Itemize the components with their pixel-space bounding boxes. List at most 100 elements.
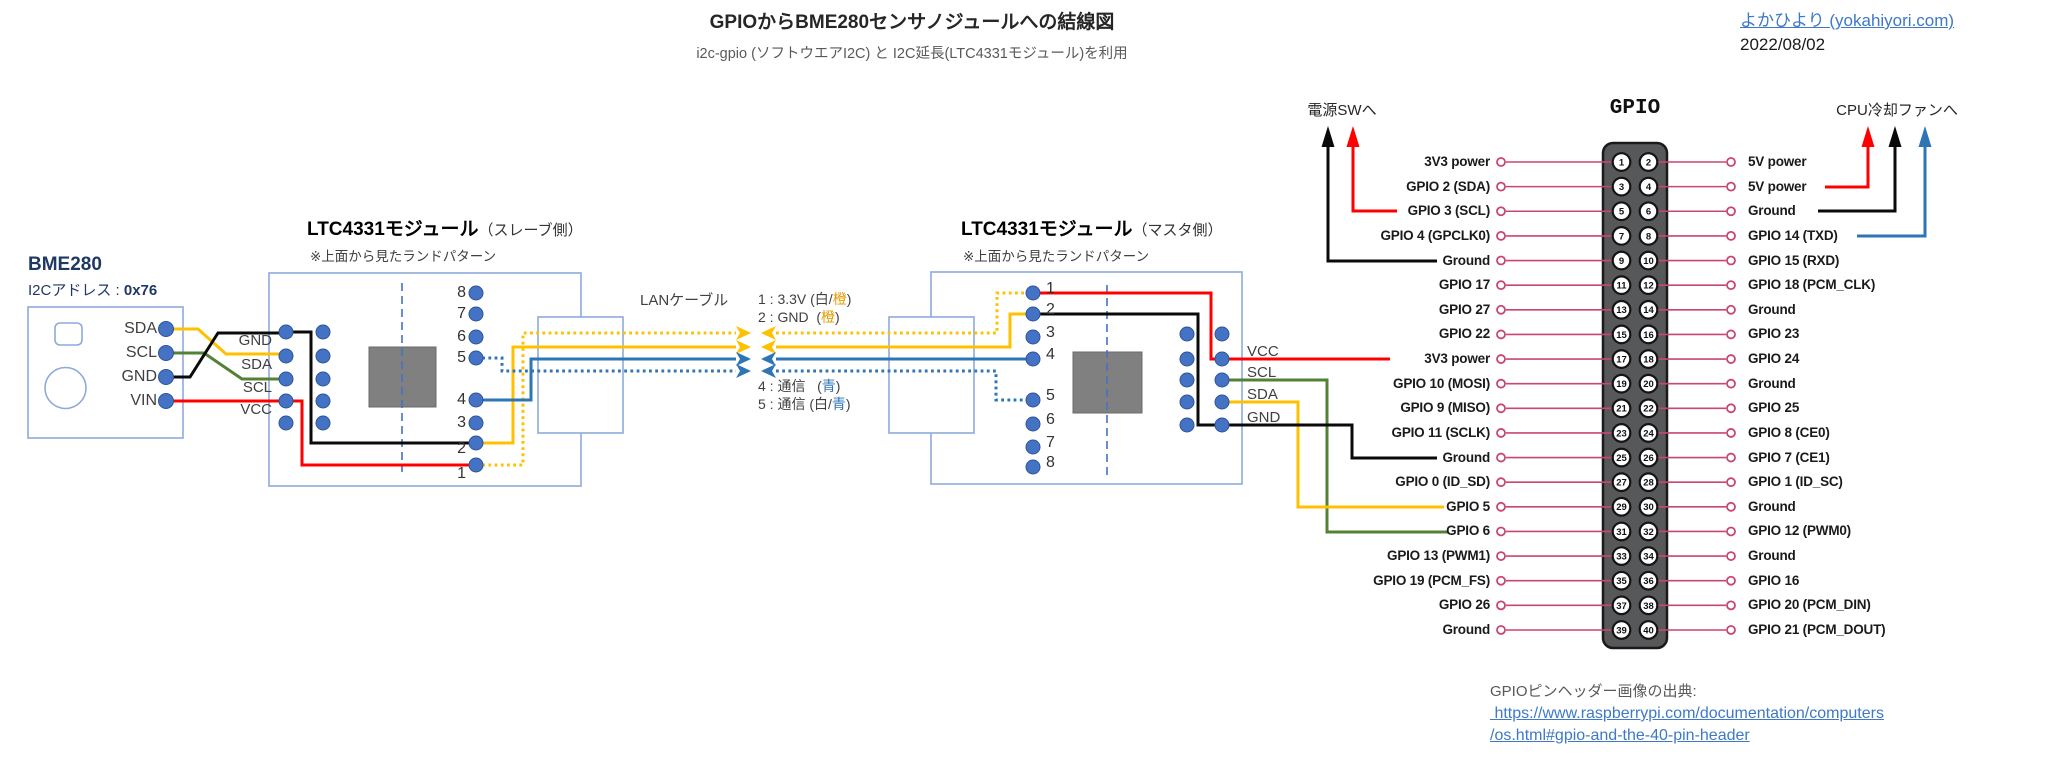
master-pad-dot [1179, 394, 1195, 410]
wire-lan-left-orange [476, 345, 736, 445]
citation-url-line1[interactable]: https://www.raspberrypi.com/documentatio… [1490, 705, 1884, 722]
gpio-left-label: GPIO 22 [1438, 326, 1490, 342]
master-pad-dot [1214, 372, 1230, 388]
gpio-pin-number: 10 [1643, 256, 1654, 267]
bme280-box [27, 306, 184, 439]
gpio-header-body [1601, 141, 1669, 650]
gpio-pin-circle [1638, 620, 1659, 640]
gpio-pin-circle [1638, 225, 1659, 246]
lan-wire-label-part: ) [846, 291, 852, 307]
gpio-pin-circle [1611, 447, 1632, 468]
wire-gnd-black [170, 331, 286, 379]
master-pin-number: 2 [1046, 301, 1055, 318]
slave-module-note: ※上面から見たランドパターン [310, 249, 497, 264]
master-pin-number: 1 [1046, 280, 1055, 297]
gpio-pin-number: 19 [1616, 379, 1627, 390]
gpio-pin-circle [1638, 373, 1659, 394]
site-link[interactable]: よかひより (yokahiyori.com) [1740, 11, 1955, 30]
citation-url-line2[interactable]: /os.html#gpio-and-the-40-pin-header [1490, 727, 1750, 744]
gpio-left-label: 3V3 power [1424, 154, 1490, 169]
master-pad-label: GND [1247, 409, 1281, 426]
master-title-text: LTC4331モジュール [961, 219, 1133, 240]
gpio-pin-number: 39 [1616, 625, 1627, 636]
gpio-right-label: GPIO 24 [1748, 351, 1800, 367]
gpio-pin-number: 25 [1616, 453, 1627, 464]
bme280-mount-hole [44, 366, 87, 410]
slave-side-text: （スレーブ側） [478, 222, 583, 239]
slave-pin-dot [468, 350, 484, 366]
gpio-left-label: GPIO 9 (MISO) [1400, 400, 1490, 416]
slave-pad-dot [315, 415, 331, 431]
gpio-pin-circle [1638, 570, 1659, 591]
gpio-pin-circle [1611, 620, 1632, 640]
slave-pad-dot [278, 324, 294, 340]
gpio-right-label: GPIO 15 (RXD) [1748, 252, 1840, 268]
master-pin-dot [1025, 439, 1041, 455]
gpio-right-terminal-icon [1726, 526, 1736, 537]
bme280-pin-label: VIN [130, 392, 157, 409]
gpio-left-terminal-icon [1496, 378, 1506, 389]
slave-pin-number: 7 [457, 305, 466, 322]
lan-wire-label-part: 4 : 通信 ( [758, 378, 822, 394]
arrowhead-up-icon [1346, 126, 1360, 147]
arrowhead-right-icon [736, 352, 751, 366]
slave-pin-dot [468, 285, 484, 301]
gpio-right-label: GPIO 1 (ID_SC) [1748, 474, 1843, 490]
gpio-pin-number: 8 [1646, 231, 1651, 242]
gpio-right-terminal-icon [1726, 304, 1736, 315]
i2c-address-label: I2Cアドレス : [28, 282, 124, 299]
bme280-pin-dot [158, 321, 174, 337]
gpio-right-terminal-icon [1726, 403, 1736, 414]
slave-pad-label: GND [238, 332, 272, 349]
gpio-pin-number: 38 [1643, 601, 1654, 612]
gpio-right-label: GPIO 14 (TXD) [1748, 227, 1838, 243]
gpio-left-terminal-icon [1496, 280, 1506, 291]
gpio-pin-circle [1638, 546, 1659, 566]
gpio-left-label: GPIO 19 (PCM_FS) [1373, 572, 1490, 588]
slave-pin-dot [468, 329, 484, 345]
gpio-left-label: GPIO 4 (GPCLK0) [1380, 227, 1490, 243]
master-pin-dot [1025, 285, 1041, 301]
gpio-pin-number: 24 [1643, 428, 1654, 439]
slave-pad-label: SDA [241, 356, 272, 373]
bme280-pin-label: SCL [125, 344, 157, 361]
gpio-left-terminal-icon [1496, 428, 1506, 438]
arrowhead-left-icon [761, 340, 776, 354]
gpio-pin-number: 27 [1616, 478, 1627, 489]
master-pin-dot [1025, 416, 1041, 432]
lan-wire-label-part: 2 : GND ( [758, 309, 822, 325]
gpio-right-terminal-icon [1726, 157, 1736, 167]
gpio-pin-number: 5 [1619, 207, 1625, 218]
gpio-right-label: GPIO 7 (CE1) [1748, 449, 1830, 465]
gpio-left-label: GPIO 27 [1438, 301, 1490, 317]
slave-pin-dot [468, 392, 484, 408]
gpio-left-label: GPIO 11 (SCLK) [1391, 424, 1491, 440]
gpio-pin-number: 11 [1616, 281, 1627, 292]
slave-pin-number: 1 [457, 465, 466, 482]
gpio-pin-circle [1611, 225, 1632, 246]
gpio-left-label: GPIO 5 [1446, 498, 1490, 514]
gpio-right-label: GPIO 20 (PCM_DIN) [1748, 597, 1871, 613]
gpio-pin-circle [1611, 521, 1632, 542]
gpio-header-title: GPIO [1609, 97, 1661, 120]
gpio-left-terminal-icon [1496, 625, 1506, 635]
gpio-pin-circle [1638, 496, 1659, 517]
gpio-left-label: Ground [1442, 252, 1490, 268]
to-cpu-fan-label: CPU冷却ファンへ [1836, 102, 1958, 119]
arrowhead-left-icon [761, 364, 776, 378]
gpio-right-label: GPIO 25 [1748, 400, 1800, 416]
i2c-address-value: 0x76 [123, 282, 158, 299]
master-module-title: LTC4331モジュール（マスタ側） [961, 220, 1222, 240]
gpio-pin-number: 30 [1643, 502, 1654, 513]
gpio-left-label: GPIO 17 [1438, 277, 1490, 293]
gpio-pin-number: 17 [1616, 354, 1627, 365]
slave-pin-number: 3 [457, 414, 466, 431]
page-title: GPIOからBME280センサノジュールへの結線図 [709, 12, 1115, 33]
slave-pin-number: 8 [457, 284, 466, 301]
gpio-pin-circle [1611, 472, 1632, 493]
master-pad-dot [1179, 326, 1195, 342]
gpio-pin-number: 18 [1643, 354, 1654, 365]
gpio-pin-circle [1611, 546, 1632, 566]
slave-pin-number: 2 [457, 440, 466, 457]
